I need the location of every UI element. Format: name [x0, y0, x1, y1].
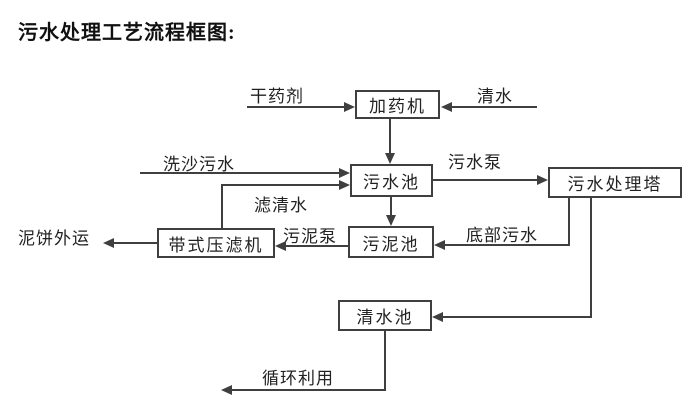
edge-tower-to-clean-line	[443, 316, 592, 318]
edge-mud-cake-line	[114, 242, 157, 244]
node-clean-water-pool: 清水池	[338, 300, 432, 331]
page-title: 污水处理工艺流程框图:	[18, 22, 236, 44]
flow-label-filtered-water: 滤清水	[254, 196, 308, 215]
edge-sludge-pump-line	[286, 245, 348, 247]
flow-label-sewage-pump: 污水泵	[448, 153, 502, 172]
node-dosing-machine-label: 加药机	[369, 97, 426, 116]
edge-filtered-water-riser	[221, 186, 223, 228]
edge-sand-washing-line	[140, 172, 339, 174]
flow-label-recycle: 循环利用	[262, 369, 334, 388]
edge-clean-water-line	[452, 106, 537, 108]
edge-dry-agent-line	[247, 106, 344, 108]
node-belt-filter-press: 带式压滤机	[157, 228, 275, 258]
arrowhead-down-icon	[385, 153, 395, 164]
flow-label-mud-cake-out: 泥饼外运	[18, 229, 90, 248]
node-sewage-pool-label: 污水池	[363, 173, 420, 192]
edge-sewage-to-sludge-line	[390, 197, 392, 217]
arrowhead-left-icon	[441, 102, 452, 112]
edge-recycle-riser	[384, 331, 386, 391]
edge-tower-to-clean-riser	[590, 198, 592, 318]
arrowhead-right-icon	[339, 180, 350, 190]
arrowhead-left-icon	[275, 241, 286, 251]
node-treatment-tower-label: 污水处理塔	[567, 175, 663, 194]
node-treatment-tower: 污水处理塔	[548, 167, 682, 198]
arrowhead-left-icon	[221, 385, 232, 395]
edge-recycle-line	[232, 389, 386, 391]
flow-label-bottom-sewage: 底部污水	[466, 226, 538, 245]
flow-label-sand-washing-sewage: 洗沙污水	[163, 155, 235, 174]
arrowhead-left-icon	[103, 238, 114, 248]
node-sludge-pool-label: 污泥池	[362, 234, 420, 254]
node-clean-water-pool-label: 清水池	[356, 308, 414, 327]
edge-dosing-to-sewage-line	[389, 119, 391, 155]
flow-label-dry-agent: 干药剂	[250, 87, 304, 106]
arrowhead-down-icon	[386, 215, 396, 226]
arrowhead-left-icon	[432, 312, 443, 322]
edge-bottom-sewage-line	[445, 244, 570, 246]
node-dosing-machine: 加药机	[355, 90, 440, 119]
node-sewage-pool: 污水池	[350, 164, 433, 197]
flow-label-sludge-pump: 污泥泵	[283, 227, 337, 246]
edge-filtered-water-line	[221, 184, 339, 186]
arrowhead-right-icon	[344, 102, 355, 112]
flow-label-clean-water: 清水	[477, 87, 513, 106]
edge-bottom-sewage-riser	[568, 198, 570, 246]
arrowhead-left-icon	[434, 240, 445, 250]
node-belt-filter-press-label: 带式压滤机	[168, 235, 264, 255]
arrowhead-right-icon	[339, 168, 350, 178]
arrowhead-right-icon	[537, 175, 548, 185]
edge-sewage-pump-line	[433, 179, 537, 181]
node-sludge-pool: 污泥池	[348, 226, 434, 258]
